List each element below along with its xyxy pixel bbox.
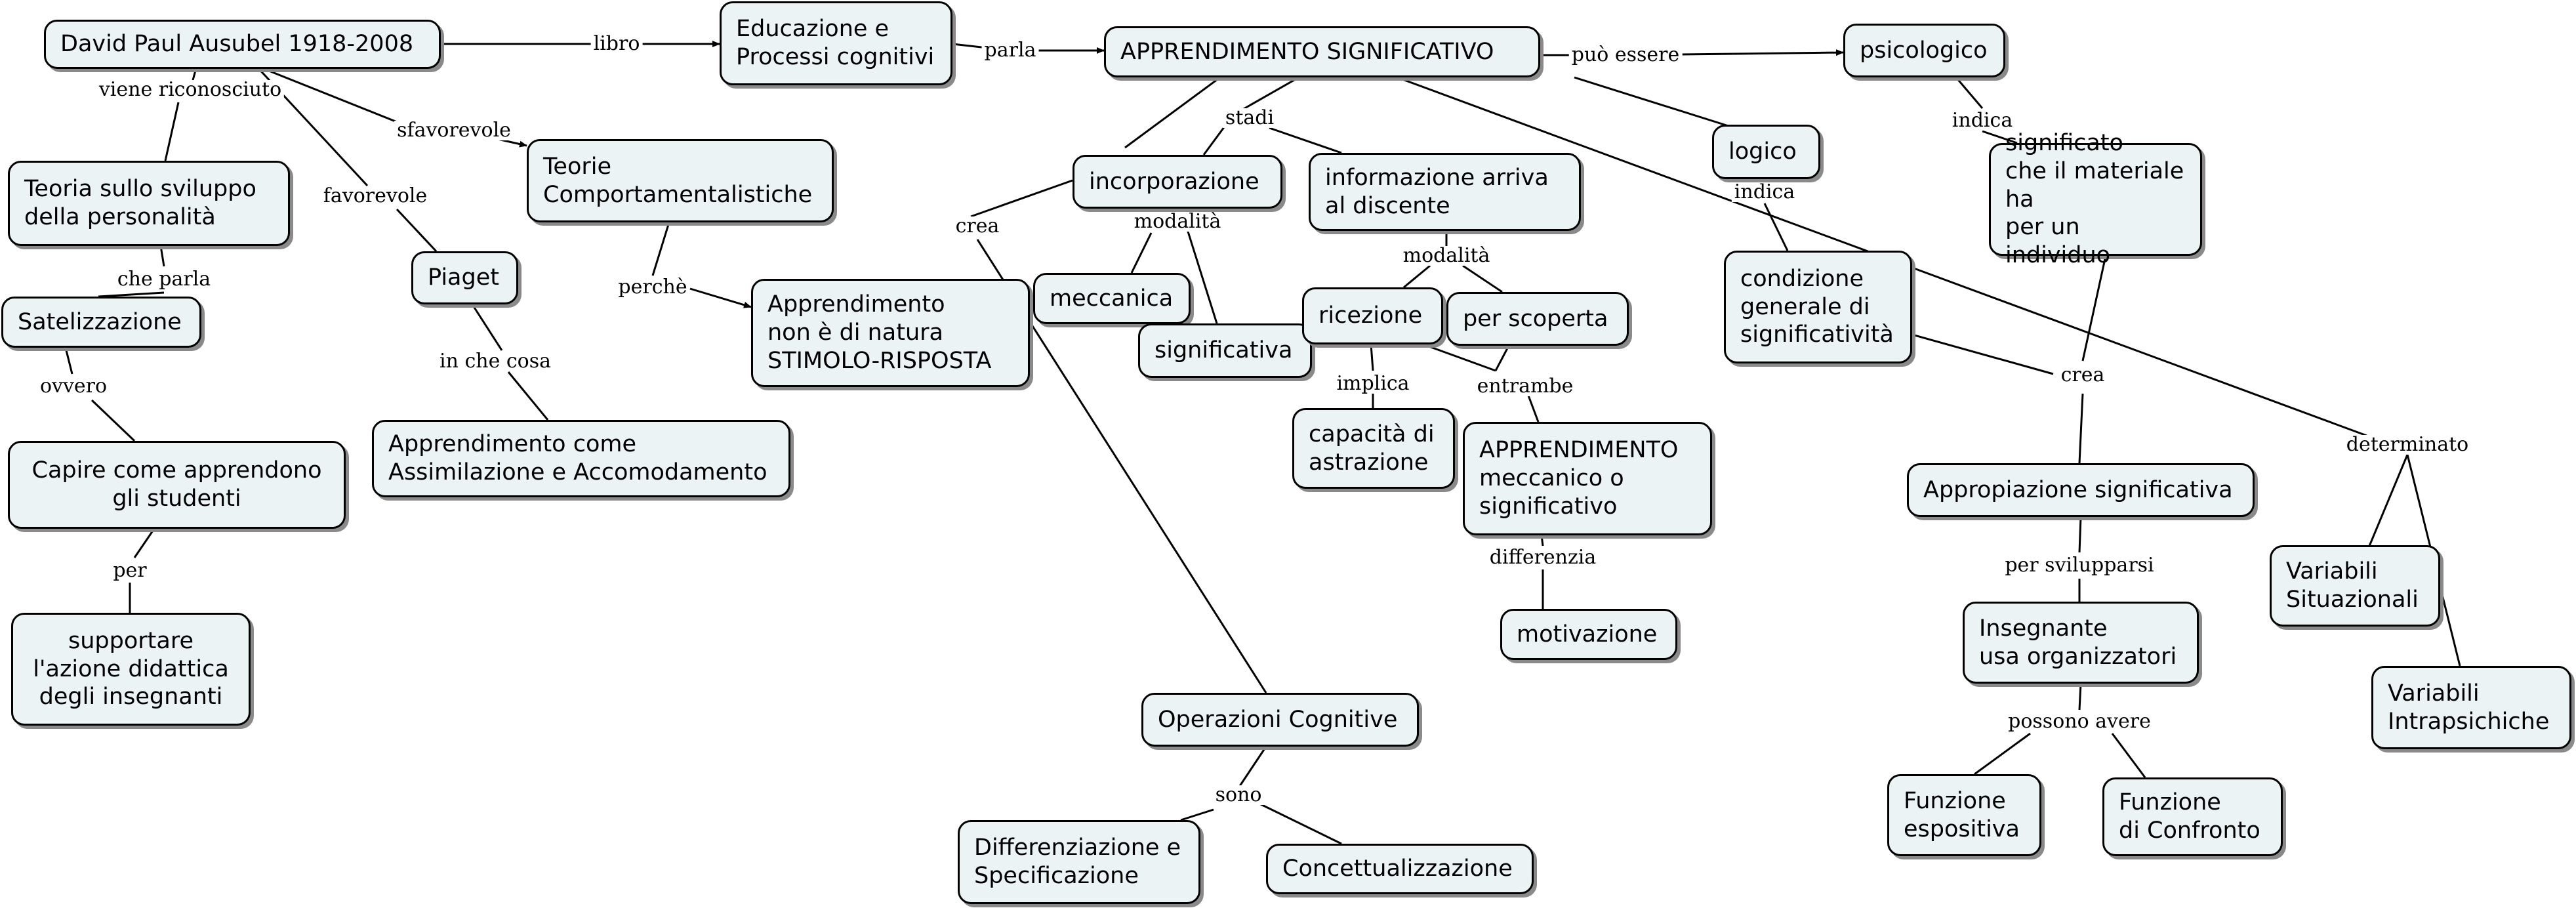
concept-motivazione[interactable]: motivazione xyxy=(1500,609,1677,660)
concept-teorie-comportamentalistiche[interactable]: Teorie Comportamentalistiche xyxy=(527,139,834,222)
edge-modalita-ricezione xyxy=(1403,264,1431,289)
concept-incorporazione[interactable]: incorporazione xyxy=(1073,155,1282,209)
edge-ausubel-sfavorevole xyxy=(255,64,419,132)
concept-psicologico[interactable]: psicologico xyxy=(1843,24,2005,77)
concept-condizione[interactable]: condizione generale di significatività xyxy=(1724,251,1912,363)
concept-funzione-espositiva[interactable]: Funzione espositiva xyxy=(1887,774,2041,856)
link-che-parla: che parla xyxy=(114,270,214,289)
link-sono: sono xyxy=(1212,785,1265,805)
concept-insegnante[interactable]: Insegnante usa organizzatori xyxy=(1963,602,2199,684)
link-favorevole: favorevole xyxy=(320,186,430,206)
concept-satelizzazione[interactable]: Satelizzazione xyxy=(1,297,201,348)
edge-modalita-perscoperta xyxy=(1462,264,1503,293)
edge-capire-per xyxy=(133,528,155,558)
edge-ricezione-implica xyxy=(1370,344,1374,371)
link-entrambe: entrambe xyxy=(1474,377,1576,396)
link-parla: parla xyxy=(981,41,1039,60)
link-modalita-left: modalità xyxy=(1131,212,1224,232)
concept-concettualizzazione[interactable]: Concettualizzazione xyxy=(1266,844,1534,894)
edge-satelizzazione-ovvero xyxy=(64,347,73,375)
edge-apprsign-crea xyxy=(1124,76,1221,149)
edge-teoria-cheparla xyxy=(159,245,165,267)
edge-operazioni-sono xyxy=(1238,746,1267,787)
edge-crea-incorporazione-left xyxy=(970,179,1073,218)
edge-significato-crea xyxy=(2081,255,2107,361)
link-crea-left: crea xyxy=(952,217,1002,236)
concept-operazioni-cognitive[interactable]: Operazioni Cognitive xyxy=(1141,693,1419,747)
concept-per-scoperta[interactable]: per scoperta xyxy=(1446,292,1629,346)
edge-teorie-perche xyxy=(651,222,670,276)
link-differenzia: differenzia xyxy=(1486,548,1599,568)
concept-variabili-situazionali[interactable]: Variabili Situazionali xyxy=(2270,545,2440,627)
link-perche: perchè xyxy=(615,278,690,297)
edge-determinato-situazionali xyxy=(2367,454,2409,550)
concept-variabili-intrapsichiche[interactable]: Variabili Intrapsichiche xyxy=(2371,666,2571,749)
link-indica-logico: indica xyxy=(1731,182,1798,202)
edge-ovvero-capire xyxy=(91,399,136,442)
edge-apprmecc-differenzia xyxy=(1540,535,1544,547)
edge-appropriazione-persvilupparsi xyxy=(2078,516,2082,553)
concept-teoria-sviluppo[interactable]: Teoria sullo sviluppo della personalità xyxy=(8,161,290,246)
edge-entrambe-apprmecc xyxy=(1527,395,1540,423)
edge-piaget-inchecosa xyxy=(471,304,503,351)
concept-supportare[interactable]: supportare l'azione didattica degli inse… xyxy=(11,613,251,726)
edge-indica-condizione xyxy=(1763,203,1789,251)
concept-ricezione[interactable]: ricezione xyxy=(1302,287,1443,344)
concept-informazione[interactable]: informazione arriva al discente xyxy=(1309,153,1581,231)
link-modalita-right: modalità xyxy=(1400,246,1493,266)
edge-sono-concettualizzazione xyxy=(1259,802,1342,845)
edge-favorevole-piaget xyxy=(396,208,438,253)
edge-possonoavere-confronto xyxy=(2111,733,2146,778)
edge-sono-differenziazione xyxy=(1180,808,1214,821)
edge-inchecosa-apprassim xyxy=(507,371,549,421)
concept-meccanica[interactable]: meccanica xyxy=(1033,273,1191,324)
concept-logico[interactable]: logico xyxy=(1712,125,1820,179)
link-per: per xyxy=(110,561,150,581)
link-possono-avere: possono avere xyxy=(2005,712,2154,732)
edge-condizione-crea xyxy=(1912,333,2054,375)
edge-crea-appropriazione xyxy=(2078,393,2084,464)
concept-educazione[interactable]: Educazione e Processi cognitivi xyxy=(720,1,952,85)
concept-apprendimento-significativo[interactable]: APPRENDIMENTO SIGNIFICATIVO xyxy=(1104,26,1540,77)
edge-psicologico-indica xyxy=(1955,77,1984,109)
edge-cheparla-satelizzazione xyxy=(98,291,165,298)
link-crea-right: crea xyxy=(2058,365,2108,385)
concept-capire[interactable]: Capire come apprendono gli studenti xyxy=(8,441,346,529)
concept-apprendimento-meccanico[interactable]: APPRENDIMENTO meccanico o significativo xyxy=(1463,422,1712,535)
edge-perche-apprstimolo xyxy=(689,287,752,308)
concept-apprendimento-assimilazione[interactable]: Apprendimento come Assimilazione e Accom… xyxy=(372,420,790,497)
edge-indica-significato xyxy=(1982,130,2018,144)
concept-appropriazione[interactable]: Appropiazione significativa xyxy=(1907,463,2255,517)
concept-funzione-confronto[interactable]: Funzione di Confronto xyxy=(2102,777,2283,856)
link-determinato: determinato xyxy=(2343,435,2472,455)
link-per-svilupparsi: per svilupparsi xyxy=(2002,556,2157,575)
edge-insegnante-possonoavere xyxy=(2078,683,2082,711)
concept-ausubel[interactable]: David Paul Ausubel 1918-2008 xyxy=(44,20,441,69)
edge-vienericonosciuto-teoria xyxy=(164,102,180,161)
concept-significato[interactable]: significato che il materiale ha per un i… xyxy=(1989,130,2202,268)
link-indica-psico: indica xyxy=(1949,111,2016,131)
concept-capacita-astrazione[interactable]: capacità di astrazione xyxy=(1292,408,1455,489)
edge-apprsign-logico xyxy=(1574,76,1729,127)
link-viene-riconosciuto: viene riconosciuto xyxy=(96,80,285,100)
link-libro: libro xyxy=(590,34,643,54)
concept-piaget[interactable]: Piaget xyxy=(411,251,518,304)
link-in-che-cosa: in che cosa xyxy=(436,352,554,371)
edge-perscoperta-entrambe xyxy=(1494,345,1510,371)
concept-significativa[interactable]: significativa xyxy=(1138,323,1312,378)
edge-ricezione-entrambe xyxy=(1423,343,1496,372)
link-stadi: stadi xyxy=(1222,108,1277,128)
edge-possonoavere-espositiva xyxy=(1974,732,2031,775)
link-sfavorevole: sfavorevole xyxy=(394,121,514,140)
link-puo-essere: può essere xyxy=(1568,45,1683,65)
link-ovvero: ovvero xyxy=(37,377,110,396)
edge-modalita-meccanica xyxy=(1130,232,1153,274)
concept-apprendimento-stimolo-risposta[interactable]: Apprendimento non è di natura STIMOLO-RI… xyxy=(751,279,1030,387)
concept-differenziazione[interactable]: Differenziazione e Specificazione xyxy=(958,820,1200,904)
edge-stadi-informazione xyxy=(1269,127,1342,154)
link-implica: implica xyxy=(1334,374,1412,394)
